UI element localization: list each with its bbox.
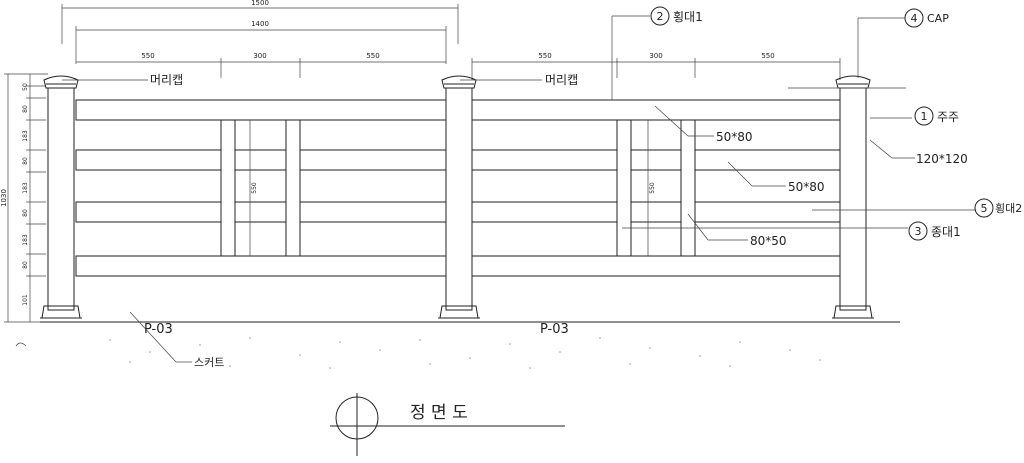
callout-1-text: 주주 [937,110,959,124]
callout-2-num: 2 [657,10,664,23]
dim-h-7: 183 [22,234,29,246]
dim-h-4: 80 [22,157,29,165]
callout-5: 5 횡대2 [788,87,1022,218]
callout-4-num: 4 [911,12,918,25]
dim-inner: 1400 [251,20,269,28]
title-text: 정 면 도 [410,403,468,423]
dim-baluster-right: 550 [649,182,656,194]
callout-4: 4 CAP [857,8,949,78]
p03-label-left: P-03 [144,322,173,337]
drawing-title: 정 면 도 [330,393,565,456]
p03-label-right: P-03 [540,322,569,337]
right-panel: 550 [471,99,841,277]
dim-right-seg-1: 550 [538,52,551,60]
dim-h-9: 101 [22,294,29,306]
dim-h-5: 183 [22,182,29,194]
dim-h-8: 80 [22,261,29,269]
head-cap-label-right: 머리캡 [545,73,578,87]
dim-left-seg-2: 300 [253,52,266,60]
post-size-label: 120*120 [916,152,968,166]
dim-h-6: 80 [22,209,29,217]
height-dimensions: 1030 50 80 183 80 183 80 183 80 101 [0,73,48,323]
dim-overall: 1500 [251,0,269,7]
ground [15,321,900,369]
callout-5-text: 횡대2 [995,202,1022,215]
post-middle [438,75,480,319]
callout-3: 3 종대1 [622,221,961,241]
dim-h-1: 50 [22,83,29,91]
post-left [40,75,82,319]
top-dimensions: 1500 1400 550 300 550 550 300 550 [61,0,841,80]
callout-2: 2 횡대1 [611,6,703,100]
dim-left-seg-1: 550 [141,52,154,60]
dim-h-2: 80 [22,105,29,113]
labels: 머리캡 머리캡 P-03 P-03 스커트 50*80 50*80 80*50 … [62,73,968,369]
callout-1: 1 주주 [914,106,959,126]
dim-height-total: 1030 [0,189,8,207]
size-label-50x80-a: 50*80 [716,130,753,144]
callout-3-text: 종대1 [931,225,961,239]
callout-1-num: 1 [921,110,928,123]
left-panel: 550 [75,99,447,277]
callout-2-text: 횡대1 [673,10,703,24]
post-right [832,75,874,319]
callout-4-text: CAP [927,12,949,25]
skirt-label: 스커트 [194,356,224,369]
callout-3-num: 3 [915,225,922,238]
callout-5-num: 5 [981,202,988,215]
dim-baluster-left: 550 [251,182,258,194]
dim-right-seg-3: 550 [761,52,774,60]
size-label-80x50: 80*50 [750,234,787,248]
dim-right-seg-2: 300 [649,52,662,60]
size-label-50x80-b: 50*80 [788,180,825,194]
dim-h-3: 183 [22,130,29,142]
head-cap-label-left: 머리캡 [150,73,183,87]
dim-left-seg-3: 550 [366,52,379,60]
